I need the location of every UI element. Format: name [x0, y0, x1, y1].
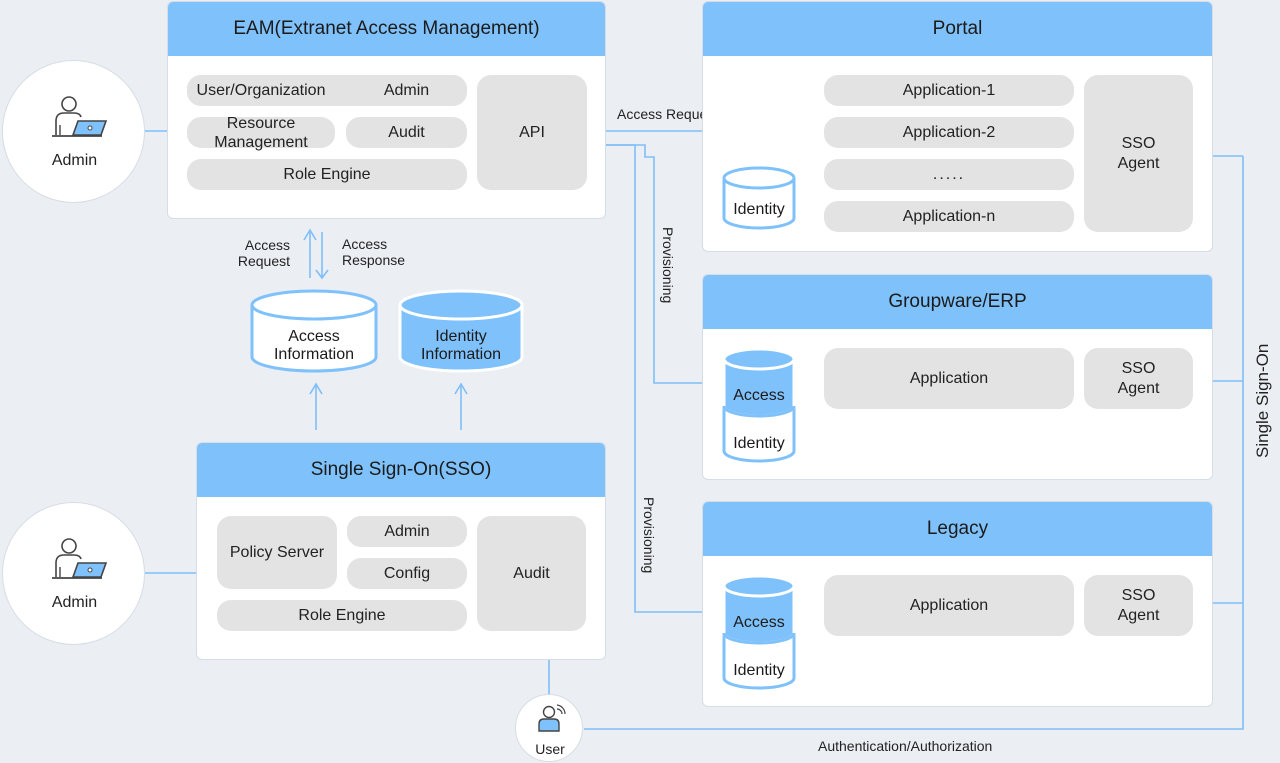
- groupware-application: Application: [824, 348, 1074, 409]
- portal-app-ellipsis: .....: [824, 159, 1074, 190]
- identity-information-db: [398, 289, 524, 373]
- identity-information-label: Identity Information: [420, 328, 502, 363]
- eam-audit: Audit: [346, 117, 467, 148]
- groupware-title: Groupware/ERP: [703, 275, 1212, 329]
- eam-admin: Admin: [346, 75, 467, 106]
- eam-resource-management: Resource Management: [187, 115, 335, 151]
- auth-label: Authentication/Authorization: [818, 738, 993, 754]
- legacy-title: Legacy: [703, 502, 1212, 556]
- user-icon: [538, 704, 566, 732]
- legacy-application: Application: [824, 575, 1074, 636]
- provisioning-label-2: Provisioning: [641, 497, 657, 574]
- portal-app-1: Application-1: [824, 75, 1074, 106]
- provisioning-legacy: [585, 144, 725, 619]
- sso-audit: Audit: [477, 516, 586, 631]
- access-information-db: [250, 289, 378, 373]
- sso-admin: Admin: [347, 516, 467, 547]
- access-information-label: Access Information: [273, 328, 355, 363]
- access-response-label: Access Response: [342, 236, 406, 268]
- sso-policy-server: Policy Server: [217, 516, 337, 589]
- eam-user-org: User/Organization: [187, 75, 335, 106]
- groupware-access-label: Access: [733, 387, 785, 404]
- user-node: User: [515, 694, 583, 762]
- sso-title: Single Sign-On(SSO): [197, 443, 605, 497]
- legacy-identity-label: Identity: [733, 662, 785, 679]
- auth-bus: [584, 156, 1244, 730]
- admin-laptop-icon: [52, 96, 108, 137]
- legacy-sso-agent: SSO Agent: [1084, 575, 1193, 636]
- groupware-identity-label: Identity: [733, 435, 785, 452]
- admin-laptop-icon: [52, 538, 108, 579]
- groupware-db-stack: [722, 347, 796, 463]
- provisioning-label-1: Provisioning: [660, 227, 676, 304]
- legacy-access-label: Access: [733, 614, 785, 631]
- admin-bottom-label: Admin: [51, 594, 98, 611]
- eam-role-engine: Role Engine: [187, 159, 467, 190]
- eam-title: EAM(Extranet Access Management): [168, 2, 605, 56]
- admin-top-node: Admin: [2, 60, 145, 203]
- groupware-sso-agent: SSO Agent: [1084, 348, 1193, 409]
- sso-config: Config: [347, 558, 467, 589]
- single-sign-on-label: Single Sign-On: [1253, 339, 1273, 462]
- portal-title: Portal: [703, 2, 1212, 56]
- user-label: User: [535, 741, 565, 757]
- eam-api: API: [477, 75, 587, 190]
- portal-identity-db: [722, 166, 796, 230]
- portal-sso-agent: SSO Agent: [1084, 75, 1193, 232]
- access-request-label: Access Request: [237, 237, 290, 269]
- eam-panel: EAM(Extranet Access Management) User/Org…: [167, 1, 606, 219]
- legacy-db-stack: [722, 574, 796, 690]
- admin-top-label: Admin: [51, 152, 98, 169]
- sso-role-engine: Role Engine: [217, 600, 467, 631]
- sso-panel: Single Sign-On(SSO) Policy Server Admin …: [196, 442, 606, 660]
- portal-app-2: Application-2: [824, 117, 1074, 148]
- portal-app-n: Application-n: [824, 201, 1074, 232]
- admin-bottom-node: Admin: [2, 502, 145, 645]
- portal-identity-label: Identity: [733, 201, 785, 218]
